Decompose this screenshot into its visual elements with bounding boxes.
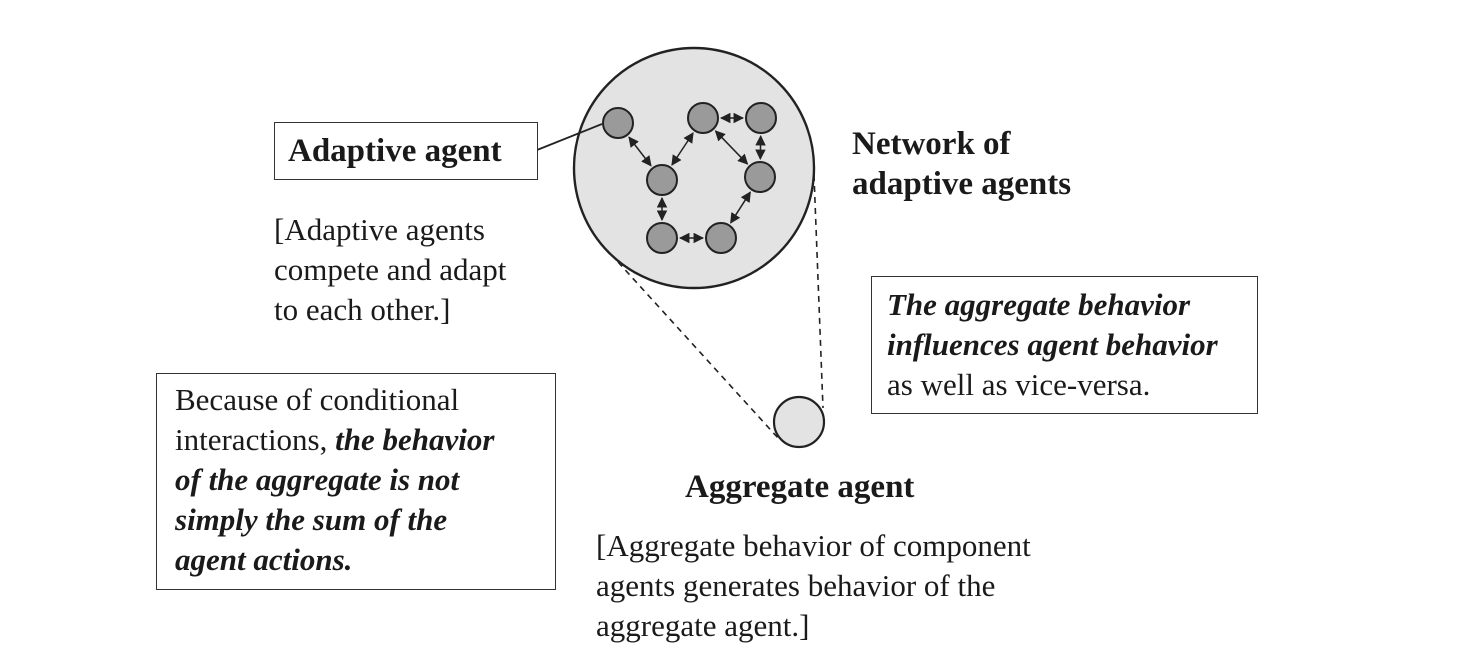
aggregate-agent-title: Aggregate agent — [685, 469, 915, 505]
agent-node — [646, 164, 678, 196]
adaptive-agent-note-line: [Adaptive agents — [274, 212, 485, 247]
conditional-bold-line: agent actions. — [175, 542, 353, 577]
conditional-mixed-bold: the behavior — [335, 422, 495, 457]
network-title-line: Network of — [852, 126, 1011, 162]
adaptive-agent-title: Adaptive agent — [288, 133, 502, 169]
network-edges — [628, 112, 766, 244]
influence-plain-line: as well as vice-versa. — [887, 367, 1151, 402]
aggregate-agent-note-line: [Aggregate behavior of component — [596, 528, 1031, 563]
zoom-line-left — [617, 261, 779, 439]
conditional-plain-line: Because of conditional — [175, 382, 460, 417]
network-title-line: adaptive agents — [852, 166, 1072, 202]
agent-node — [744, 161, 776, 193]
agent-node — [745, 102, 777, 134]
aggregate-agent-note-line: aggregate agent.] — [596, 608, 810, 643]
influence-box-text: The aggregate behavior influences agent … — [887, 285, 1218, 405]
agent-node — [705, 222, 737, 254]
network-nodes — [602, 102, 777, 254]
aggregate-agent-note: [Aggregate behavior of component agents … — [596, 526, 1031, 646]
conditional-bold-line: simply the sum of the — [175, 502, 448, 537]
conditional-mixed-plain: interactions, — [175, 422, 336, 457]
network-edge — [730, 191, 751, 224]
conditional-box: Because of conditional interactions, the… — [156, 373, 556, 590]
aggregate-circle — [772, 395, 826, 449]
network-edge — [714, 130, 749, 165]
aggregate-agent-note-line: agents generates behavior of the — [596, 568, 996, 603]
agent-node — [687, 102, 719, 134]
network-edge — [671, 132, 694, 166]
conditional-mixed-line: interactions, the behavior — [175, 420, 494, 460]
network-title: Network of adaptive agents — [852, 124, 1071, 204]
conditional-bold-line: of the aggregate is not — [175, 462, 460, 497]
agent-node — [646, 222, 678, 254]
adaptive-agent-note-line: compete and adapt — [274, 252, 507, 287]
network-circle — [572, 46, 816, 290]
adaptive-agent-box: Adaptive agent — [274, 122, 538, 180]
adaptive-agent-note-line: to each other.] — [274, 292, 451, 327]
agent-node — [602, 107, 634, 139]
adaptive-agent-note: [Adaptive agents compete and adapt to ea… — [274, 210, 506, 330]
influence-bold-line: The aggregate behavior — [887, 287, 1191, 322]
network-edge — [628, 136, 652, 167]
influence-bold-line: influences agent behavior — [887, 327, 1218, 362]
zoom-line-right — [813, 174, 824, 409]
conditional-box-text: Because of conditional interactions, the… — [175, 380, 494, 580]
influence-box: The aggregate behavior influences agent … — [871, 276, 1258, 414]
adaptive-agent-connector — [536, 123, 603, 151]
